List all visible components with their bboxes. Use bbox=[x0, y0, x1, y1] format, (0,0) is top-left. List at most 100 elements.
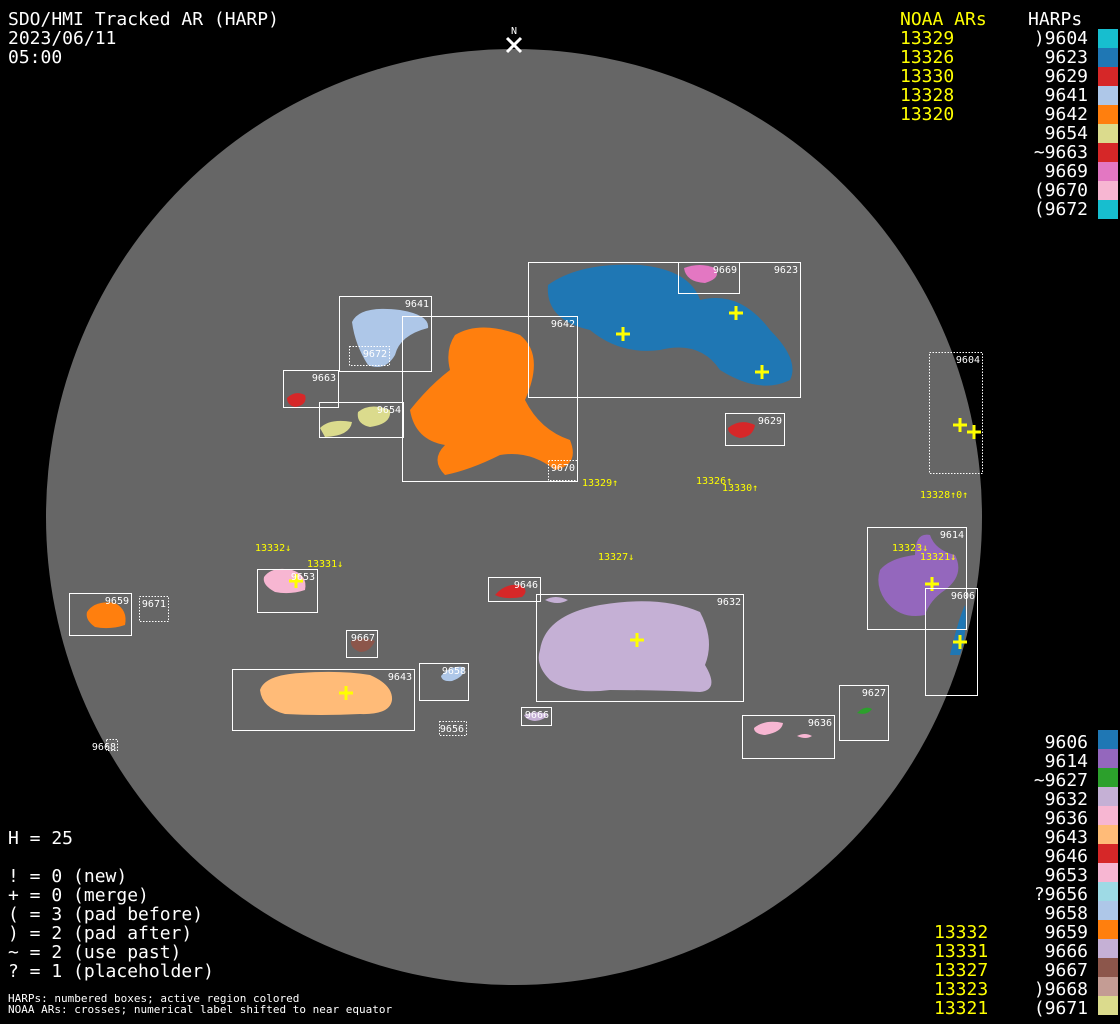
harp-legend-item: ~9663 bbox=[1033, 142, 1088, 163]
harp-color-swatch bbox=[1098, 920, 1118, 939]
harp-box-label: 9672 bbox=[363, 349, 387, 360]
harp-legend-item: 9646 bbox=[1044, 846, 1088, 867]
harp-color-swatch bbox=[1098, 806, 1118, 825]
harp-box-label: 9656 bbox=[440, 724, 464, 735]
noaa-ar-label: 13327↓ bbox=[598, 552, 634, 563]
noaa-cross-icon bbox=[729, 306, 743, 320]
active-region-patch bbox=[441, 666, 465, 682]
active-region-patch bbox=[287, 393, 306, 407]
harp-box[interactable] bbox=[488, 577, 541, 602]
harp-legend-item: )9604 bbox=[1033, 28, 1088, 49]
harp-legend-item: 9658 bbox=[1044, 903, 1088, 924]
time-label: 05:00 bbox=[8, 47, 63, 68]
active-region-patch bbox=[410, 327, 573, 475]
harp-color-swatch bbox=[1098, 200, 1118, 219]
noaa-ar-item: 13332 bbox=[934, 922, 989, 943]
harp-box[interactable] bbox=[419, 663, 469, 701]
harp-box[interactable] bbox=[925, 588, 978, 696]
active-region-patch bbox=[495, 584, 526, 599]
harp-box[interactable] bbox=[536, 594, 744, 702]
solar-disk bbox=[46, 49, 982, 985]
stats-line: ! = 0 (new) bbox=[8, 866, 128, 887]
noaa-crosses bbox=[289, 306, 981, 700]
noaa-ar-label: 13331↓ bbox=[307, 559, 343, 570]
harp-box-label: 9627 bbox=[862, 688, 886, 699]
harp-box[interactable] bbox=[232, 669, 415, 731]
harp-box[interactable] bbox=[839, 685, 889, 741]
harp-legend-item: 9614 bbox=[1044, 751, 1088, 772]
harp-box[interactable] bbox=[678, 262, 740, 294]
noaa-cross-icon bbox=[289, 574, 303, 588]
active-region-patch bbox=[86, 602, 126, 629]
noaa-cross-icon bbox=[630, 633, 644, 647]
noaa-cross-icon bbox=[967, 425, 981, 439]
active-region-patch bbox=[684, 265, 718, 283]
harp-box[interactable] bbox=[257, 569, 318, 613]
harp-color-swatch bbox=[1098, 749, 1118, 768]
harp-color-swatch bbox=[1098, 787, 1118, 806]
harp-box-label: 9671 bbox=[142, 599, 166, 610]
harp-box-label: 9658 bbox=[442, 666, 466, 677]
active-region-patch bbox=[260, 671, 393, 715]
harp-legend-item: 9632 bbox=[1044, 789, 1088, 810]
harp-color-swatch bbox=[1098, 105, 1118, 124]
harp-box-label: 9623 bbox=[774, 265, 798, 276]
harp-color-swatch bbox=[1098, 958, 1118, 977]
active-region-patch bbox=[728, 422, 755, 438]
noaa-cross-icon bbox=[339, 686, 353, 700]
harp-box[interactable] bbox=[69, 593, 132, 636]
active-regions bbox=[86, 264, 966, 738]
harp-legend-item: 9641 bbox=[1044, 85, 1088, 106]
harp-box[interactable] bbox=[439, 721, 467, 736]
date-label: 2023/06/11 bbox=[8, 28, 117, 49]
harp-box[interactable] bbox=[402, 316, 578, 482]
noaa-cross-icon bbox=[953, 418, 967, 432]
noaa-ar-label: 13323↓ bbox=[892, 543, 928, 554]
harp-box[interactable] bbox=[349, 346, 390, 366]
harp-box[interactable] bbox=[867, 527, 967, 630]
stats-line: ( = 3 (pad before) bbox=[8, 904, 204, 925]
harp-box-label: 9659 bbox=[105, 596, 129, 607]
harp-legend-item: (9671 bbox=[1033, 998, 1088, 1019]
harp-box[interactable] bbox=[725, 413, 785, 446]
harp-color-swatch bbox=[1098, 863, 1118, 882]
harp-color-swatch bbox=[1098, 86, 1118, 105]
active-region-patch bbox=[320, 406, 391, 437]
harp-color-swatch bbox=[1098, 730, 1118, 749]
harp-color-swatch bbox=[1098, 67, 1118, 86]
harp-box[interactable] bbox=[548, 460, 578, 481]
harp-box-label: 9643 bbox=[388, 672, 412, 683]
harp-color-swatch bbox=[1098, 901, 1118, 920]
harp-box[interactable] bbox=[339, 296, 432, 372]
stats-line: ? = 1 (placeholder) bbox=[8, 961, 214, 982]
noaa-ar-item: 13328 bbox=[900, 85, 955, 106]
noaa-ar-item: 13320 bbox=[900, 104, 955, 125]
noaa-ar-item: 13327 bbox=[934, 960, 989, 981]
harp-box[interactable] bbox=[528, 262, 801, 398]
harp-legend-item: 9643 bbox=[1044, 827, 1088, 848]
harp-box[interactable] bbox=[346, 630, 378, 658]
harp-box-label: 9606 bbox=[951, 591, 975, 602]
noaa-labels: 13329↑13326↑13330↑13328↑0↑13327↓13332↓13… bbox=[255, 476, 968, 570]
harp-color-swatch bbox=[1098, 882, 1118, 901]
noaa-ar-item: 13331 bbox=[934, 941, 989, 962]
harp-color-swatch bbox=[1098, 143, 1118, 162]
harp-color-swatch bbox=[1098, 124, 1118, 143]
harp-box-label: 9668 bbox=[92, 742, 116, 753]
stats-line: ~ = 2 (use past) bbox=[8, 942, 182, 963]
harp-color-swatch bbox=[1098, 977, 1118, 996]
harp-box[interactable] bbox=[319, 402, 404, 438]
noaa-ar-item: 13321 bbox=[934, 998, 989, 1019]
harp-box[interactable] bbox=[742, 715, 835, 759]
harp-legend-item: 9654 bbox=[1044, 123, 1088, 144]
harp-box[interactable] bbox=[283, 370, 339, 408]
harp-box-label: 9670 bbox=[551, 463, 575, 474]
active-region-patch bbox=[352, 308, 429, 368]
noaa-ar-label: 13328↑0↑ bbox=[920, 490, 968, 501]
harp-box-label: 9666 bbox=[525, 710, 549, 721]
noaa-ar-item: 13329 bbox=[900, 28, 955, 49]
harp-box-label: 9667 bbox=[351, 633, 375, 644]
harp-box[interactable] bbox=[106, 739, 118, 751]
harp-box[interactable] bbox=[521, 707, 552, 726]
